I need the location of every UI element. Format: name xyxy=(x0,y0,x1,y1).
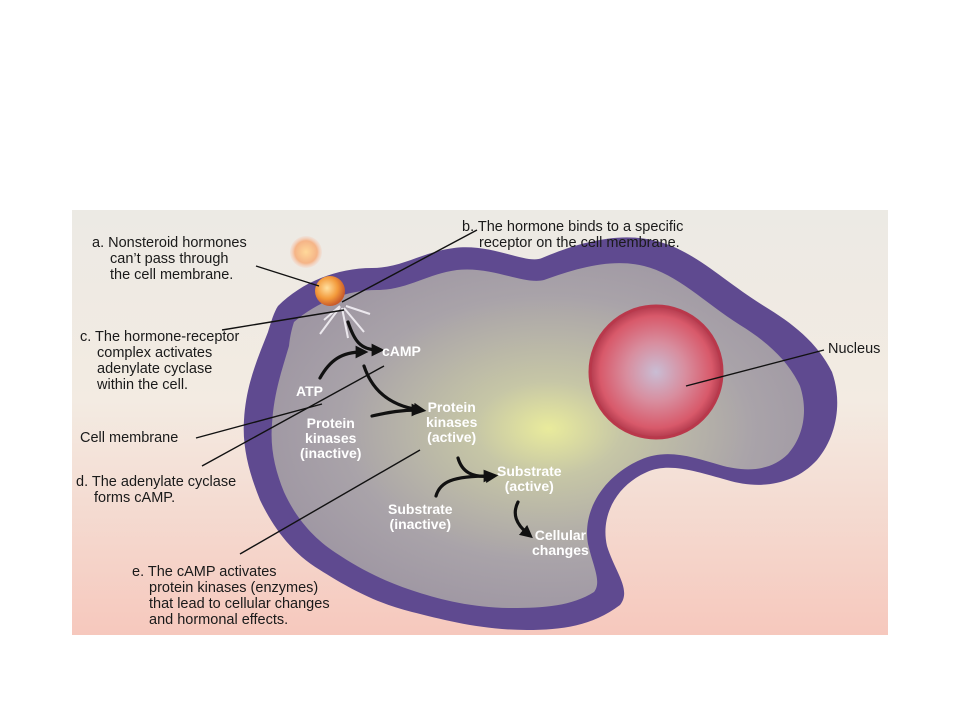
label-nucleus: Nucleus xyxy=(828,341,881,357)
protein-kinases-active-label: Protein kinases (active) xyxy=(426,399,478,445)
pathway-arrows xyxy=(318,320,533,539)
protein-kinases-inactive-label: Protein kinases (inactive) xyxy=(300,415,362,461)
label-d: d. The adenylate cyclase forms cAMP. xyxy=(76,474,237,506)
hormone-free xyxy=(290,236,322,268)
label-cell-membrane: Cell membrane xyxy=(80,430,179,446)
camp-label: cAMP xyxy=(382,343,421,359)
cell-diagram: a. Nonsteroid hormones can’t pass throug… xyxy=(72,210,888,635)
nucleus xyxy=(588,304,724,440)
receptor-sparkle xyxy=(319,305,371,339)
atp-label: ATP xyxy=(296,383,323,399)
label-e: e. The cAMP activates protein kinases (e… xyxy=(132,564,330,628)
cellular-changes-label: Cellular changes xyxy=(532,527,589,558)
hormone-bound xyxy=(315,276,345,306)
cell-illustration xyxy=(72,210,888,635)
label-b: b. The hormone binds to a specific recep… xyxy=(462,219,684,251)
substrate-active-label: Substrate (active) xyxy=(497,463,562,494)
substrate-inactive-label: Substrate (inactive) xyxy=(388,501,453,532)
label-c: c. The hormone-receptor complex activate… xyxy=(80,329,240,393)
leader-lines xyxy=(195,229,825,555)
label-a: a. Nonsteroid hormones can’t pass throug… xyxy=(92,235,247,283)
